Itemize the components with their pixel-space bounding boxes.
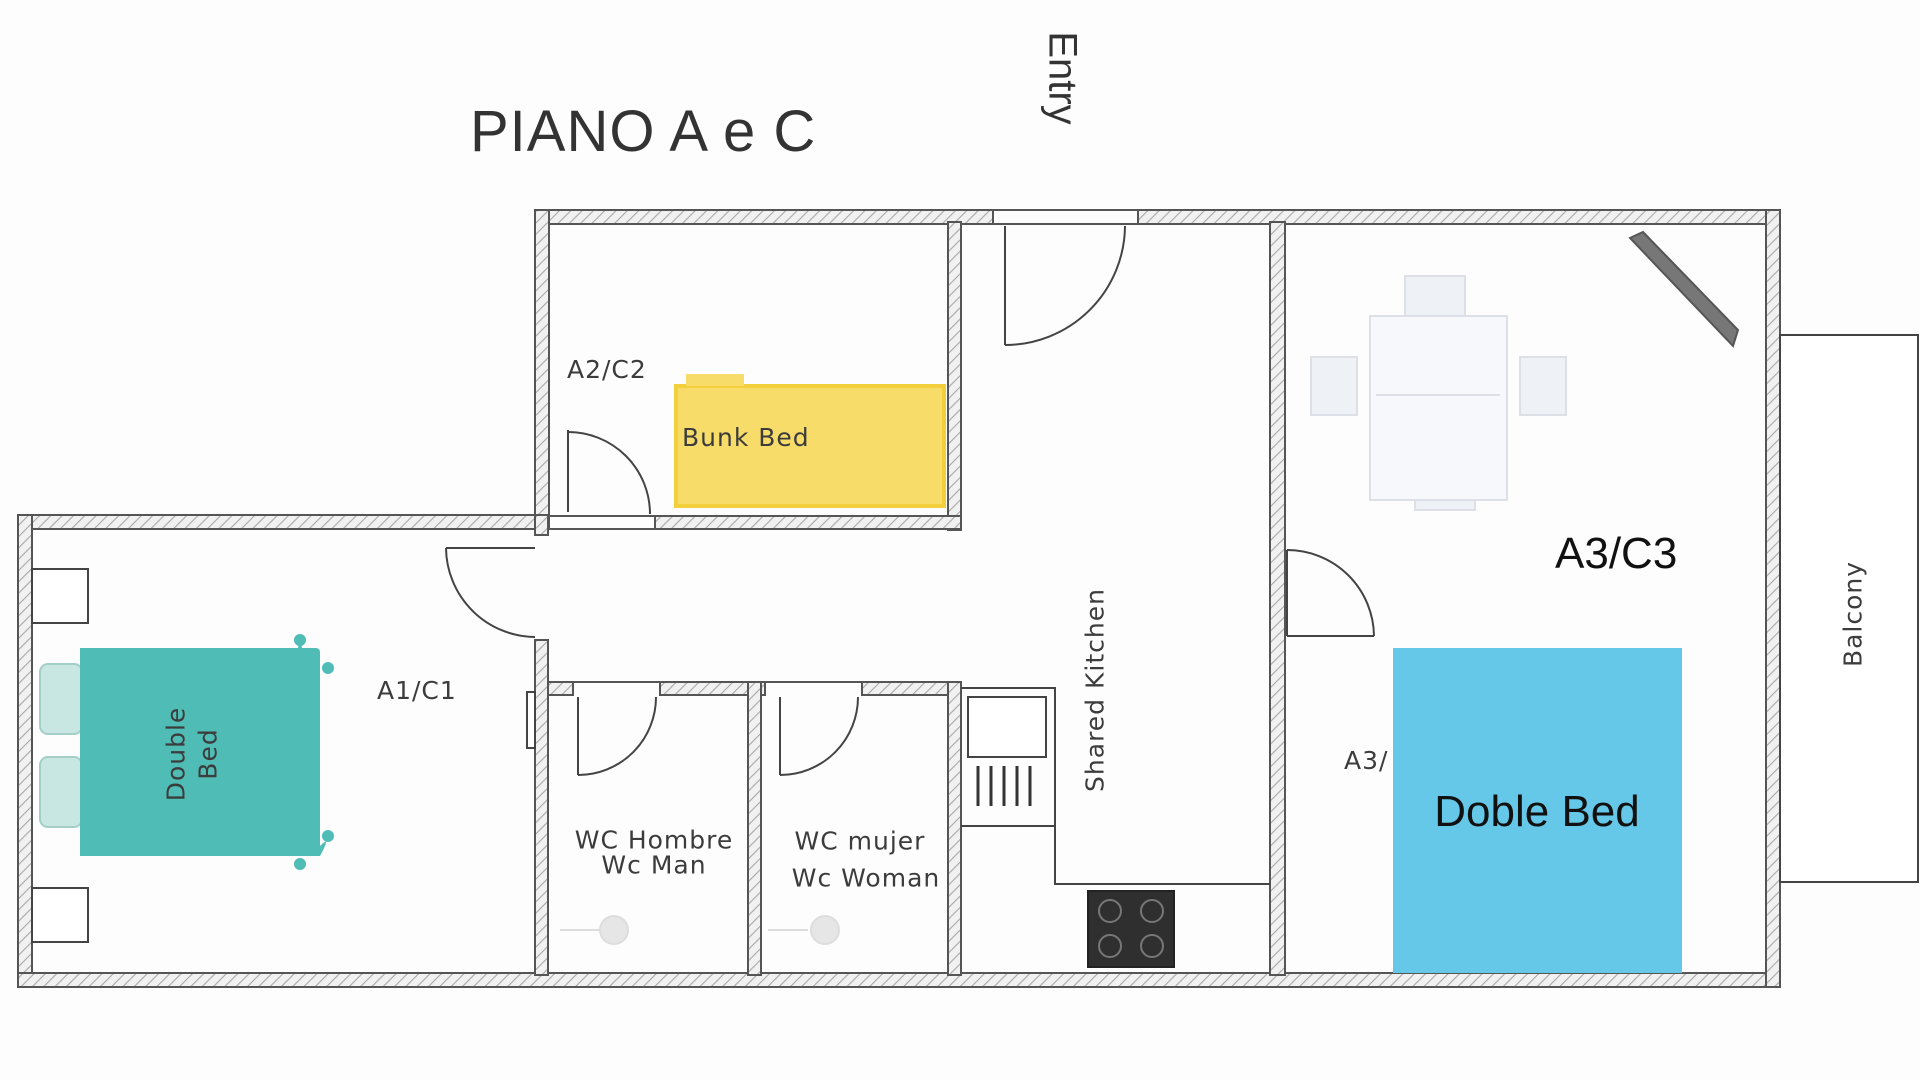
pillow-bottom: [39, 756, 83, 828]
sink-drainer: [976, 766, 1032, 806]
closet-mark: [526, 691, 536, 749]
wall-wc-top-right: [861, 681, 962, 696]
double-bed-label-line1: Double: [161, 706, 191, 802]
a1-door-swing: [445, 547, 536, 638]
doble-bed-a3: [1393, 648, 1682, 973]
wc-woman-door-swing: [779, 696, 859, 776]
wall-a1-right-lower: [534, 639, 549, 976]
wall-top-b: [1137, 209, 1781, 225]
wall-a2-bottom: [654, 515, 962, 530]
a1-furniture: [31, 568, 334, 943]
interior-walls: [534, 221, 1286, 976]
nightstand-bottom: [31, 887, 89, 943]
wall-wc-divider: [747, 681, 762, 976]
wall-right: [1765, 209, 1781, 988]
a3-door-label: A3/: [1344, 746, 1389, 775]
pillow-top: [39, 663, 83, 735]
doble-bed-label: Doble Bed: [1434, 787, 1640, 836]
entry-label: Entry: [1040, 31, 1085, 125]
wall-wc-right: [947, 681, 962, 976]
wall-left: [17, 514, 33, 988]
kitchen-label: Shared Kitchen: [1080, 588, 1110, 792]
plan-title: PIANO A e C: [470, 99, 817, 164]
thin-walls: [548, 209, 1138, 683]
wall-wc-top-left: [547, 681, 574, 696]
cooktop: [1087, 890, 1175, 968]
a3-door-swing: [1286, 549, 1375, 637]
wall-top-a1: [17, 514, 550, 530]
wc-man-door-swing: [577, 696, 657, 776]
room-label-a1c1: A1/C1: [377, 676, 457, 705]
kitchen-furniture: [961, 687, 1270, 968]
bunk-bed-label: Bunk Bed: [682, 423, 810, 452]
doors: [445, 225, 1375, 776]
tv: [1628, 230, 1740, 348]
a2-door-swing: [567, 431, 651, 515]
dining-table: [1310, 275, 1567, 511]
wc-man-label-line1: WC Hombre: [574, 825, 734, 855]
kitchen-sink: [967, 696, 1047, 758]
wall-kitchen-right: [1269, 221, 1286, 976]
balcony: [1779, 334, 1919, 883]
wall-left-a2: [534, 209, 550, 516]
nightstand-top: [31, 568, 89, 624]
entry-door-swing: [1004, 225, 1126, 346]
wall-a2-right: [947, 221, 962, 531]
bunk-bed: [674, 384, 946, 508]
a3-furniture: [1310, 230, 1740, 973]
balcony-label: Balcony: [1838, 560, 1868, 668]
wc-man-label-line2: Wc Man: [601, 850, 707, 880]
wall-bottom: [17, 972, 1781, 988]
double-bed-label-line2: Bed: [193, 728, 223, 780]
wc-fixtures: [560, 915, 840, 945]
room-label-a2c2: A2/C2: [567, 355, 647, 384]
wall-a1-right-upper: [534, 514, 549, 536]
wall-top-a2: [534, 209, 994, 225]
room-label-a3c3: A3/C3: [1555, 529, 1678, 578]
wc-woman-label-line2: Wc Woman: [791, 863, 941, 893]
wc-woman-label-line1: WC mujer: [794, 826, 926, 856]
a2-furniture: [674, 374, 946, 508]
